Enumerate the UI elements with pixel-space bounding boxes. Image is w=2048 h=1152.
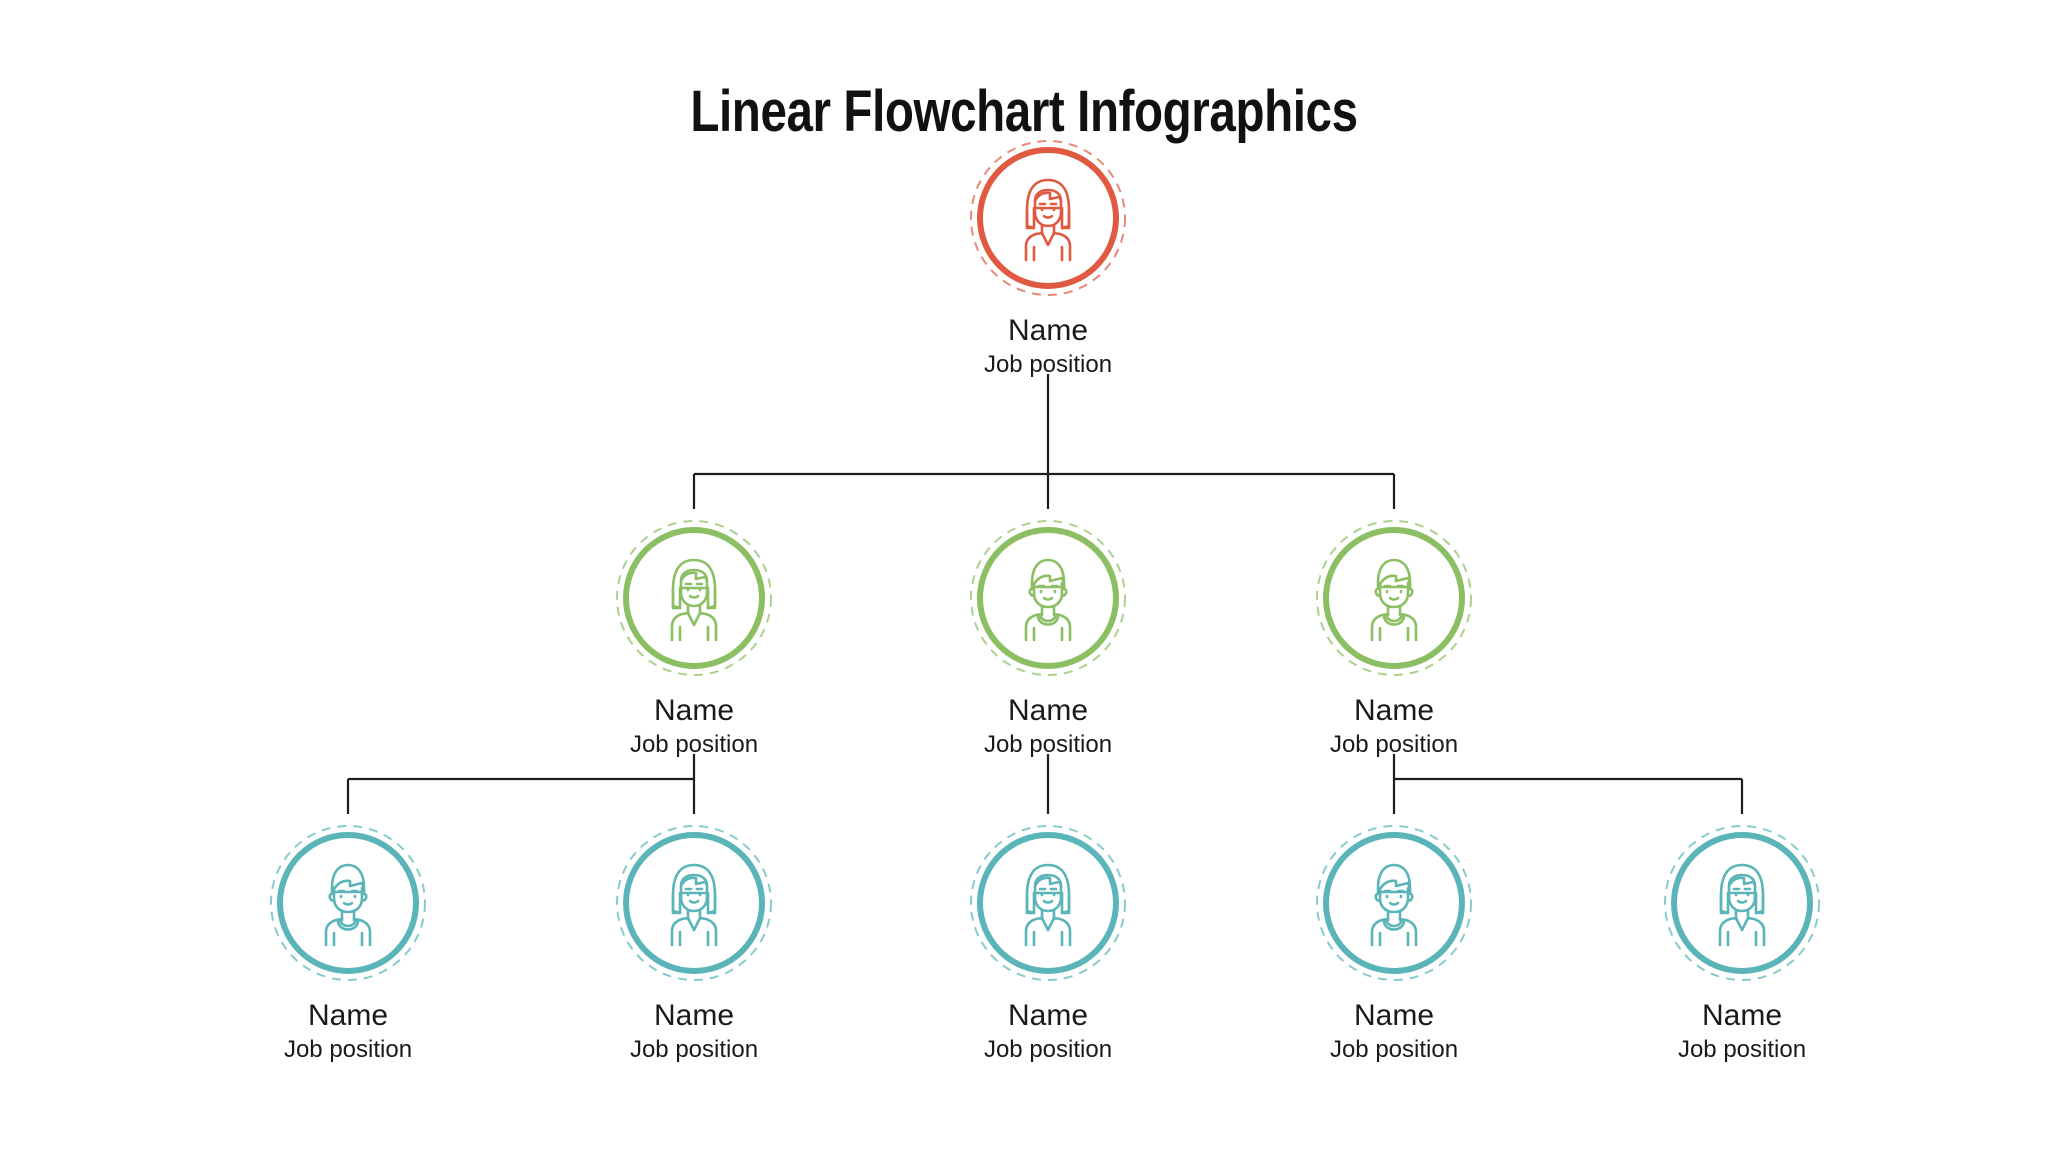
avatar-badge[interactable] bbox=[968, 138, 1128, 298]
avatar-male-icon bbox=[324, 863, 372, 947]
node-name-label: Name bbox=[1353, 694, 1435, 727]
dashed-ring-decoration bbox=[1664, 825, 1820, 981]
avatar-female-icon bbox=[670, 863, 718, 947]
avatar-badge[interactable] bbox=[1314, 518, 1474, 678]
dashed-ring-decoration bbox=[1316, 520, 1472, 676]
node-name-label: Name bbox=[1353, 999, 1435, 1032]
node-name-label: Name bbox=[1007, 314, 1089, 347]
dashed-ring-decoration bbox=[270, 825, 426, 981]
avatar-ring bbox=[623, 832, 765, 974]
page-title: Linear Flowchart Infographics bbox=[690, 79, 1358, 144]
avatar-female-icon bbox=[670, 558, 718, 642]
avatar-badge[interactable] bbox=[1314, 823, 1474, 983]
node-name-label: Name bbox=[1007, 999, 1089, 1032]
node-name-label: Name bbox=[307, 999, 389, 1032]
avatar-female-icon bbox=[1024, 863, 1072, 947]
node-role-label: Job position bbox=[629, 730, 759, 758]
avatar-badge[interactable] bbox=[614, 518, 774, 678]
dashed-ring-decoration bbox=[970, 520, 1126, 676]
avatar-badge[interactable] bbox=[1662, 823, 1822, 983]
dashed-ring-decoration bbox=[970, 825, 1126, 981]
avatar-ring bbox=[977, 527, 1119, 669]
dashed-ring-decoration bbox=[970, 140, 1126, 296]
avatar-badge[interactable] bbox=[968, 518, 1128, 678]
dashed-ring-decoration bbox=[1316, 825, 1472, 981]
node-name-label: Name bbox=[1701, 999, 1783, 1032]
dashed-ring-decoration bbox=[616, 520, 772, 676]
avatar-badge[interactable] bbox=[614, 823, 774, 983]
node-role-label: Job position bbox=[1329, 1035, 1459, 1063]
avatar-female-icon bbox=[1024, 178, 1072, 262]
avatar-ring bbox=[277, 832, 419, 974]
avatar-male-icon bbox=[1024, 558, 1072, 642]
avatar-ring bbox=[1323, 832, 1465, 974]
node-role-label: Job position bbox=[983, 730, 1113, 758]
node-name-label: Name bbox=[653, 999, 735, 1032]
node-name-label: Name bbox=[653, 694, 735, 727]
avatar-badge[interactable] bbox=[968, 823, 1128, 983]
node-role-label: Job position bbox=[1677, 1035, 1807, 1063]
avatar-badge[interactable] bbox=[268, 823, 428, 983]
node-role-label: Job position bbox=[983, 350, 1113, 378]
avatar-male-icon bbox=[1370, 558, 1418, 642]
dashed-ring-decoration bbox=[616, 825, 772, 981]
avatar-female-icon bbox=[1718, 863, 1766, 947]
node-role-label: Job position bbox=[629, 1035, 759, 1063]
avatar-male-icon bbox=[1370, 863, 1418, 947]
node-role-label: Job position bbox=[283, 1035, 413, 1063]
node-name-label: Name bbox=[1007, 694, 1089, 727]
node-role-label: Job position bbox=[983, 1035, 1113, 1063]
avatar-ring bbox=[1323, 527, 1465, 669]
node-role-label: Job position bbox=[1329, 730, 1459, 758]
